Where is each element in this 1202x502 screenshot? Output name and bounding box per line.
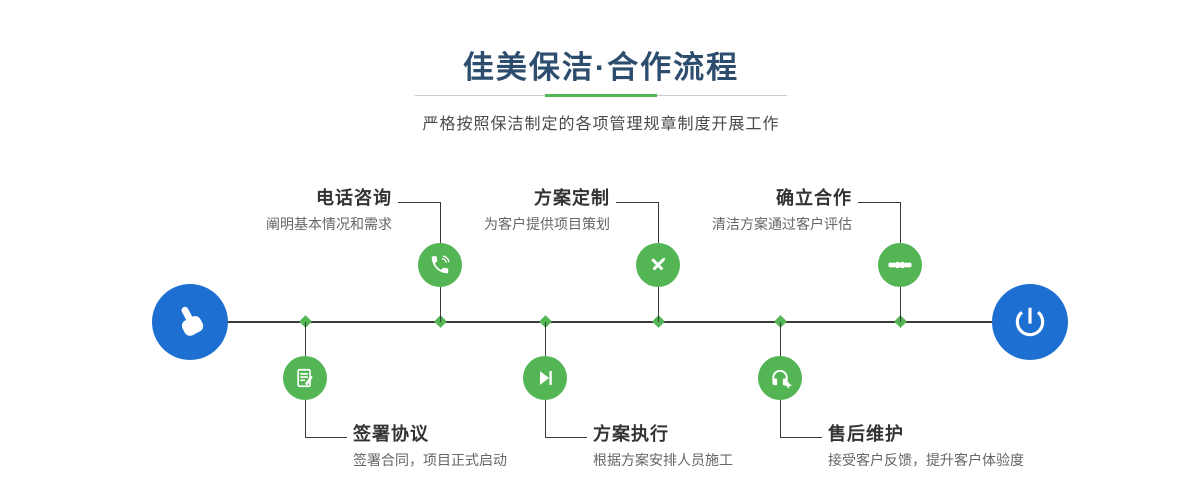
connector-line bbox=[545, 322, 546, 356]
power-icon bbox=[1015, 307, 1045, 337]
connector-line bbox=[545, 400, 546, 437]
connector-line bbox=[398, 202, 440, 203]
pointer-hand-icon bbox=[181, 306, 204, 336]
step-group-cooperation: 确立合作 清洁方案通过客户评估 bbox=[712, 188, 852, 232]
divider-green-segment bbox=[545, 94, 657, 97]
connector-line bbox=[858, 202, 900, 203]
step-group-execute: 方案执行 根据方案安排人员施工 bbox=[593, 424, 733, 468]
contract-icon bbox=[297, 368, 313, 388]
design-icon bbox=[651, 257, 666, 271]
step-group-service: 售后维护 接受客户反馈，提升客户体验度 bbox=[828, 424, 1024, 468]
step-node-execute bbox=[523, 356, 567, 400]
step-title: 方案执行 bbox=[593, 424, 669, 444]
step-title: 售后维护 bbox=[828, 424, 904, 444]
title-divider bbox=[415, 94, 787, 97]
step-node-service bbox=[758, 356, 802, 400]
step-title: 方案定制 bbox=[534, 188, 610, 208]
connector-line bbox=[440, 202, 441, 243]
timeline-line bbox=[226, 321, 996, 323]
connector-line bbox=[658, 287, 659, 322]
connector-line bbox=[780, 322, 781, 356]
step-description: 为客户提供项目策划 bbox=[484, 216, 610, 232]
connector-line bbox=[305, 437, 347, 438]
step-group-phone: 电话咨询 阐明基本情况和需求 bbox=[266, 188, 392, 232]
step-node-contract bbox=[283, 356, 327, 400]
phone-icon bbox=[431, 255, 450, 274]
step-group-design: 方案定制 为客户提供项目策划 bbox=[484, 188, 610, 232]
page-subtitle: 严格按照保洁制定的各项管理规章制度开展工作 bbox=[422, 116, 780, 133]
step-node-design bbox=[636, 243, 680, 287]
connector-line bbox=[545, 437, 587, 438]
step-description: 根据方案安排人员施工 bbox=[593, 452, 733, 468]
page-title: 佳美保洁·合作流程 bbox=[462, 50, 740, 85]
connector-line bbox=[780, 437, 822, 438]
connector-line bbox=[900, 202, 901, 243]
handshake-icon bbox=[888, 261, 912, 269]
connector-line bbox=[616, 202, 658, 203]
step-title: 电话咨询 bbox=[316, 188, 392, 208]
step-description: 阐明基本情况和需求 bbox=[266, 216, 392, 232]
start-node bbox=[152, 284, 228, 360]
headset-icon bbox=[771, 369, 791, 388]
step-node-phone bbox=[418, 243, 462, 287]
connector-line bbox=[440, 287, 441, 322]
end-node bbox=[992, 284, 1068, 360]
connector-line bbox=[780, 400, 781, 437]
step-title: 签署协议 bbox=[353, 424, 429, 444]
execute-icon bbox=[539, 371, 552, 385]
step-node-handshake bbox=[878, 243, 922, 287]
connector-line bbox=[900, 287, 901, 322]
connector-line bbox=[305, 400, 306, 437]
step-description: 签署合同，项目正式启动 bbox=[353, 452, 507, 468]
connector-line bbox=[658, 202, 659, 243]
step-description: 接受客户反馈，提升客户体验度 bbox=[828, 452, 1024, 468]
step-group-contract: 签署协议 签署合同，项目正式启动 bbox=[353, 424, 507, 468]
connector-line bbox=[305, 322, 306, 356]
step-title: 确立合作 bbox=[776, 188, 852, 208]
step-description: 清洁方案通过客户评估 bbox=[712, 216, 852, 232]
